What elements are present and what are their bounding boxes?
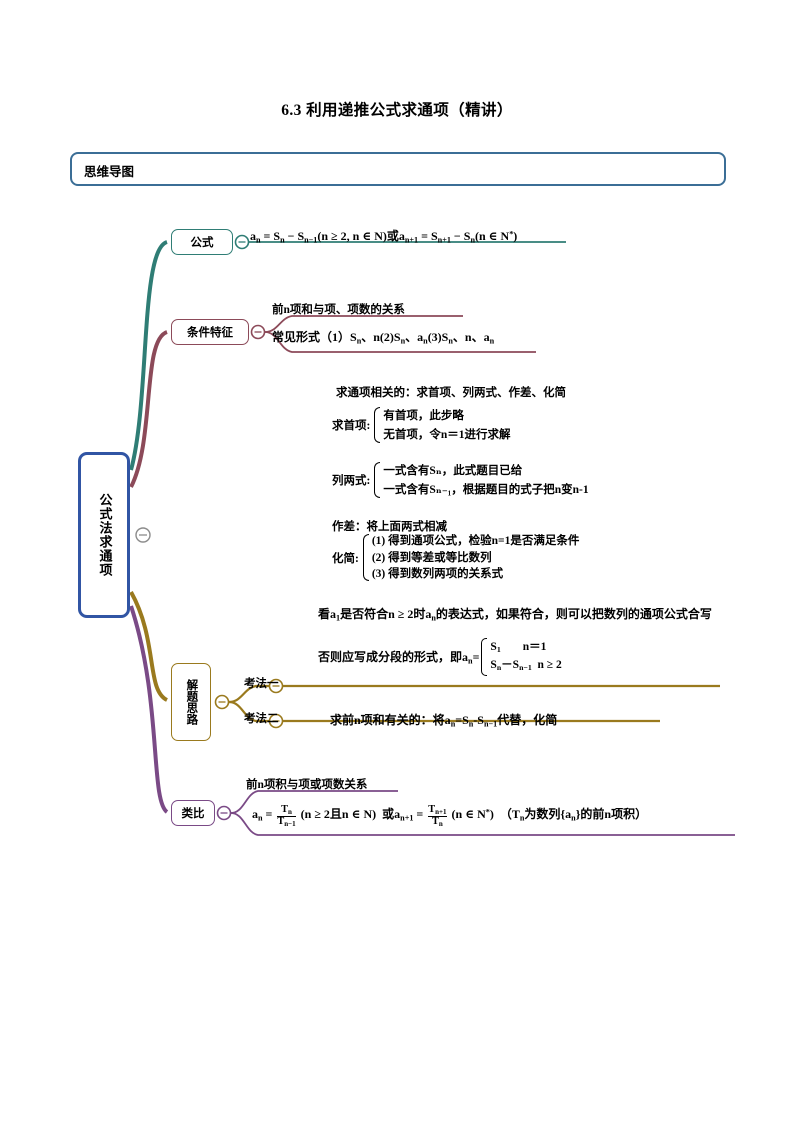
method-one-step-simplify: 化简: (1) 得到通项公式，检验n=1是否满足条件 (2) 得到等差或等比数列… bbox=[332, 533, 579, 582]
brace-items-two-equations: 一式含有Sₙ，此式题目已给 一式含有Sₙ₋₁，根据题目的式子把n变n-1 bbox=[380, 461, 588, 499]
piecewise-prefix: 否则应写成分段的形式，即an= bbox=[318, 650, 480, 666]
mindmap-root-node[interactable]: 公式法求通项 bbox=[78, 452, 130, 618]
mindmap-node-method-label: 解题思路 bbox=[185, 679, 198, 725]
fraction-tn-tn-1: Tn Tn−1 bbox=[277, 804, 296, 829]
analogy-formula: an = Tn Tn−1 (n ≥ 2且n ∈ N) 或an+1 = Tn+1 … bbox=[252, 804, 648, 829]
piecewise-brace bbox=[479, 638, 488, 676]
brace-items-first-term: 有首项，此步略 无首项，令n＝1进行求解 bbox=[380, 406, 510, 444]
method-label-two: 考法二 bbox=[244, 713, 279, 725]
mindmap-node-method[interactable]: 解题思路 bbox=[171, 663, 211, 741]
method-one-conclusion-line-1: 看a1是否符合n ≥ 2时an的表达式，如果符合，则可以把数列的通项公式合写 bbox=[318, 607, 712, 623]
fraction-tn1-tn: Tn+1 Tn bbox=[428, 804, 447, 829]
mindmap-heading-box: 思维导图 bbox=[70, 152, 726, 186]
method-one-step-two-equations: 列两式: 一式含有Sₙ，此式题目已给 一式含有Sₙ₋₁，根据题目的式子把n变n-… bbox=[332, 461, 589, 499]
method-one-subtract: 作差：将上面两式相减 bbox=[332, 521, 447, 533]
method-one-heading: 求通项相关的：求首项、列两式、作差、化简 bbox=[336, 387, 566, 399]
step-label-two-equations: 列两式: bbox=[332, 475, 371, 488]
mindmap-node-formula-label: 公式 bbox=[190, 237, 214, 249]
brace-two-equations bbox=[371, 461, 381, 499]
condition-child-1: 前n项和与项、项数的关系 bbox=[272, 304, 405, 316]
simplify-item-1: (1) 得到通项公式，检验n=1是否满足条件 bbox=[371, 535, 580, 548]
mindmap-root-label: 公式法求通项 bbox=[97, 493, 113, 577]
method-label-one: 考法一 bbox=[244, 678, 279, 690]
mindmap-node-analogy[interactable]: 类比 bbox=[171, 800, 215, 826]
analogy-child-1: 前n项积与项或项数关系 bbox=[246, 779, 368, 791]
mindmap-node-condition[interactable]: 条件特征 bbox=[171, 319, 249, 345]
mindmap-node-formula[interactable]: 公式 bbox=[171, 229, 233, 255]
piecewise-row-2: Sn－Sn−1 n ≥ 2 bbox=[490, 659, 562, 673]
step-label-simplify: 化简: bbox=[332, 552, 359, 565]
mindmap-heading-label: 思维导图 bbox=[84, 165, 135, 179]
mindmap-node-condition-label: 条件特征 bbox=[187, 327, 233, 339]
brace-simplify bbox=[360, 533, 369, 582]
formula-main-expression: an = Sn − Sn−1(n ≥ 2, n ∈ N)或an+1 = Sn+1… bbox=[250, 229, 518, 245]
brace-items-simplify: (1) 得到通项公式，检验n=1是否满足条件 (2) 得到等差或等比数列 (3)… bbox=[369, 533, 579, 582]
condition-child-2: 常见形式（1）Sn、n(2)Sn、an(3)Sn、n、an bbox=[272, 330, 495, 346]
mindmap-node-analogy-label: 类比 bbox=[181, 808, 205, 820]
brace-first-term bbox=[371, 406, 381, 444]
two-equations-item-2: 一式含有Sₙ₋₁，根据题目的式子把n变n-1 bbox=[383, 483, 589, 496]
method-two-text: 求前n项和有关的：将an=Sn-Sn−1代替，化简 bbox=[330, 713, 558, 729]
first-term-item-1: 有首项，此步略 bbox=[383, 409, 464, 422]
step-label-first-term: 求首项: bbox=[332, 420, 371, 433]
simplify-item-3: (3) 得到数列两项的关系式 bbox=[371, 568, 504, 581]
first-term-item-2: 无首项，令n＝1进行求解 bbox=[383, 428, 511, 441]
method-one-step-first-term: 求首项: 有首项，此步略 无首项，令n＝1进行求解 bbox=[332, 406, 511, 444]
two-equations-item-1: 一式含有Sₙ，此式题目已给 bbox=[383, 464, 523, 477]
page-title: 6.3 利用递推公式求通项（精讲） bbox=[281, 102, 513, 119]
simplify-item-2: (2) 得到等差或等比数列 bbox=[371, 551, 492, 564]
